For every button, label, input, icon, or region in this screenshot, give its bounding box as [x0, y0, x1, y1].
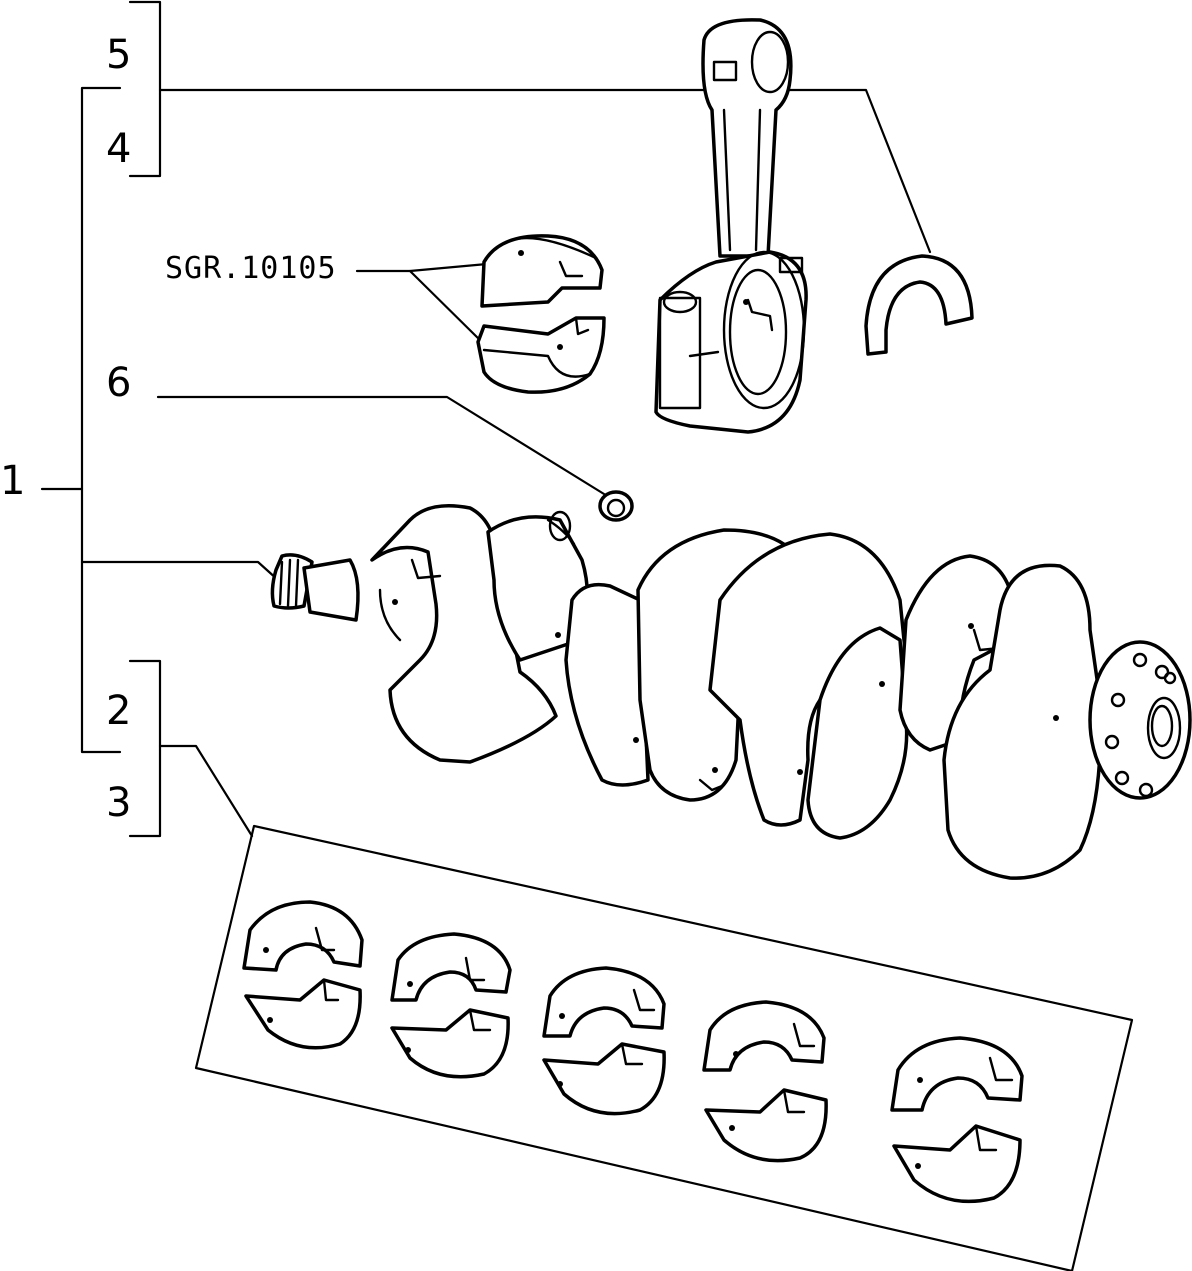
main-bearing-pair-5 — [890, 1036, 1024, 1204]
main-bearings-box — [194, 824, 1134, 1271]
main-bearing-shells — [242, 900, 1024, 1204]
thrust-half-ring — [864, 254, 974, 356]
connecting-rod — [654, 18, 808, 434]
main-bearing-pair-1 — [242, 900, 364, 1050]
callout-6: 6 — [106, 360, 131, 406]
main-bearing-pair-2 — [390, 932, 512, 1079]
callout-3: 3 — [106, 780, 131, 826]
conrod-bearing-shells — [476, 234, 606, 394]
main-bearing-pair-3 — [542, 966, 666, 1116]
leader-lines — [40, 0, 932, 838]
pilot-bushing — [598, 490, 634, 522]
callout-4: 4 — [106, 126, 131, 172]
callout-2: 2 — [106, 688, 131, 734]
main-bearing-pair-4 — [702, 1000, 828, 1163]
callout-1: 1 — [0, 458, 25, 504]
reference-code-label: SGR.10105 — [165, 251, 337, 286]
callout-5: 5 — [106, 32, 131, 78]
crankshaft — [270, 504, 1192, 880]
